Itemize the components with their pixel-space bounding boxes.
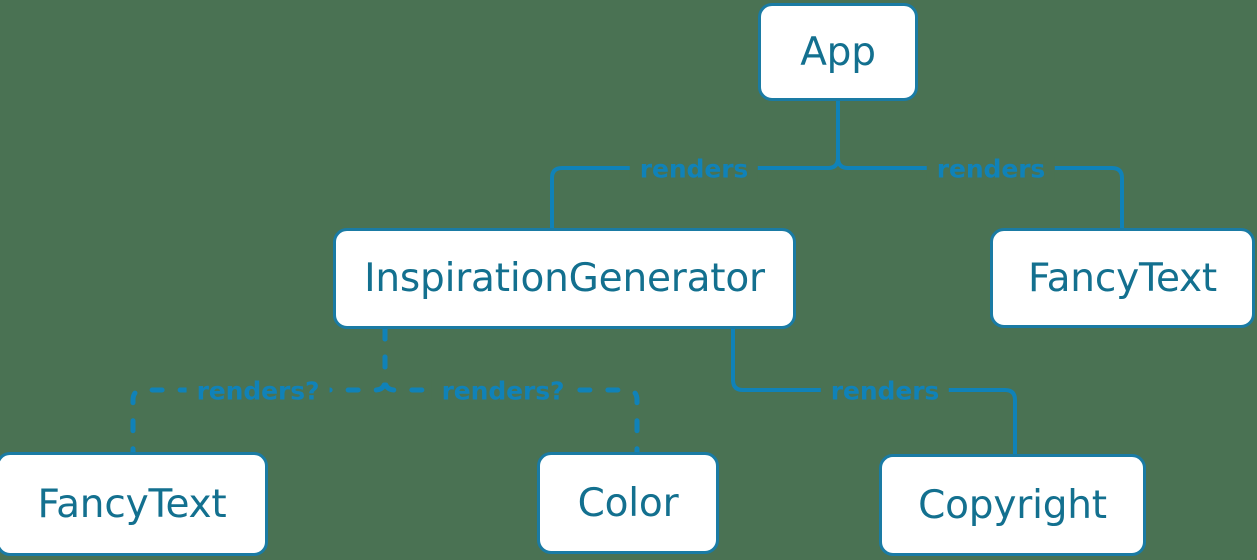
- node-app[interactable]: App: [758, 3, 918, 101]
- node-fancy-text-left[interactable]: FancyText: [0, 452, 268, 556]
- edge-label-inspgen-copyright: renders: [820, 378, 950, 404]
- node-fancy-text-right[interactable]: FancyText: [990, 228, 1255, 328]
- node-inspiration-generator[interactable]: InspirationGenerator: [333, 228, 796, 329]
- node-color[interactable]: Color: [537, 452, 719, 554]
- node-copyright[interactable]: Copyright: [879, 454, 1146, 556]
- edge-label-inspgen-fancy-left: renders?: [186, 378, 330, 404]
- edge-inspgen-color: [382, 326, 640, 455]
- edge-label-app-inspgen: renders: [629, 156, 759, 182]
- edge-label-inspgen-color: renders?: [431, 378, 575, 404]
- edge-label-app-fancy-right: renders: [926, 156, 1056, 182]
